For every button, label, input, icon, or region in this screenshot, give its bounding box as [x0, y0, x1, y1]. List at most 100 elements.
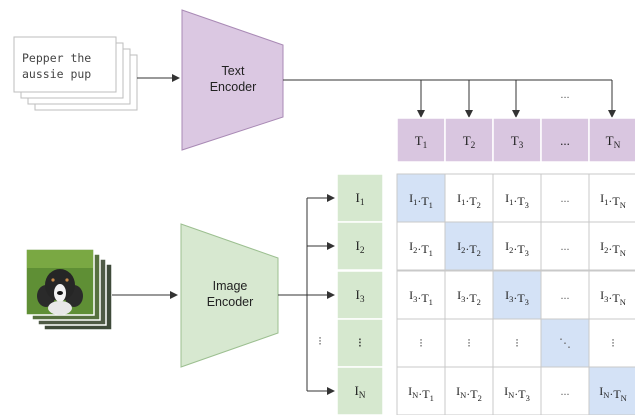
image-token-4: ⁝ — [336, 318, 384, 368]
matrix-cell-label: ... — [561, 239, 570, 253]
matrix-cell — [492, 366, 542, 415]
matrix-cell-r3-c4: ... — [540, 270, 590, 320]
matrix-cell — [396, 221, 446, 271]
dog-photo-eye-right — [65, 278, 69, 282]
caption-line-1: Pepper the — [22, 51, 91, 65]
matrix-cell-r1-c5: I1·TN — [588, 173, 635, 223]
matrix-cell-label: IN·T1 — [408, 384, 434, 403]
matrix-cell-r3-c5: I3·TN — [588, 270, 635, 320]
text-token-1: T1 — [396, 117, 446, 163]
matrix-cell-label: ⁝ — [419, 336, 423, 350]
matrix-cell-label: ⁝ — [515, 336, 519, 350]
matrix-cell-r5-c2: IN·T2 — [444, 366, 494, 415]
matrix-cell-r1-c4: ... — [540, 173, 590, 223]
matrix-cell-r2-c3: I2·T3 — [492, 221, 542, 271]
matrix-cell-label: I2·T3 — [505, 239, 529, 258]
caption-stack: Pepper the aussie pup — [13, 36, 138, 111]
caption-card-front — [13, 36, 117, 93]
text-token-label: TN — [606, 133, 621, 151]
image-token-cell — [336, 173, 384, 223]
text-token-label: T1 — [415, 133, 428, 151]
image-stack — [25, 248, 113, 331]
matrix-diagonal-cell — [492, 270, 542, 320]
matrix-cell-r2-c4: ... — [540, 221, 590, 271]
matrix-cell-r4-c1: ⁝ — [396, 318, 446, 368]
matrix-cell-label: IN·T3 — [504, 384, 530, 403]
text-encoder-label-1: Text — [222, 64, 245, 78]
text-token-4: ... — [540, 117, 590, 163]
text-token-cell — [588, 117, 635, 163]
matrix-cell-label: I1·T2 — [457, 191, 481, 210]
image-token-label: I3 — [355, 287, 364, 305]
text-arrows: ... — [283, 79, 616, 118]
matrix-diagonal-cell — [540, 318, 590, 368]
matrix-cell-label: IN·TN — [599, 384, 627, 403]
text-token-cell — [492, 117, 542, 163]
matrix-cell — [444, 173, 494, 223]
matrix-cell-r1-c3: I1·T3 — [492, 173, 542, 223]
text-token-label: T2 — [463, 133, 476, 151]
matrix-diagonal-cell — [444, 221, 494, 271]
image-arrows: ⁝ — [278, 194, 335, 395]
matrix-cell-r5-c5: IN·TN — [588, 366, 635, 415]
matrix-cell — [396, 270, 446, 320]
matrix-cell — [588, 221, 635, 271]
matrix-cell-label: I1·T3 — [505, 191, 529, 210]
image-token-cell — [336, 366, 384, 415]
matrix-cell-label: I3·T1 — [409, 288, 433, 307]
matrix-cell-r2-c5: I2·TN — [588, 221, 635, 271]
matrix-cell-r2-c1: I2·T1 — [396, 221, 446, 271]
text-token-label: ... — [560, 133, 570, 148]
dog-photo-nose — [57, 291, 63, 295]
text-token-label: T3 — [511, 133, 524, 151]
image-token-label: ⁝ — [358, 335, 362, 350]
text-token-cell — [444, 117, 494, 163]
text-encoder: Text Encoder — [181, 9, 284, 151]
matrix-cell-r1-c1: I1·T1 — [396, 173, 446, 223]
matrix-cell-label: ... — [561, 288, 570, 302]
image-encoder: Image Encoder — [180, 223, 279, 368]
matrix-cell-label: I3·T2 — [457, 288, 481, 307]
matrix-cell-label: I1·T1 — [409, 191, 433, 210]
matrix-cell — [540, 221, 590, 271]
image-encoder-shape — [180, 223, 279, 368]
text-token-row: T1 T2 T3... TN — [396, 117, 635, 163]
matrix-cell-label: IN·T2 — [456, 384, 482, 403]
text-token-cell — [540, 117, 590, 163]
matrix-cell-label: ⁝ — [467, 336, 471, 350]
matrix-cell — [492, 221, 542, 271]
image-token-2: I2 — [336, 221, 384, 271]
matrix-cell-label: I2·T1 — [409, 239, 433, 258]
matrix-cell — [444, 270, 494, 320]
image-encoder-label-2: Encoder — [207, 295, 254, 309]
matrix-cell-label: I2·T2 — [457, 239, 481, 258]
text-encoder-label-2: Encoder — [210, 80, 257, 94]
matrix-cell-r1-c2: I1·T2 — [444, 173, 494, 223]
matrix-diagonal-cell — [588, 366, 635, 415]
arrow-ellipsis: ... — [560, 89, 569, 101]
matrix-cell-label: ⁝ — [611, 336, 615, 350]
caption-line-2: aussie pup — [22, 67, 91, 81]
matrix-cell — [588, 318, 635, 368]
matrix-cell-r3-c3: I3·T3 — [492, 270, 542, 320]
matrix-cell — [396, 366, 446, 415]
matrix-cell-r5-c4: ... — [540, 366, 590, 415]
image-token-5: IN — [336, 366, 384, 415]
matrix-cell-r3-c1: I3·T1 — [396, 270, 446, 320]
matrix-cell-r5-c3: IN·T3 — [492, 366, 542, 415]
matrix-cell-label: ... — [561, 384, 570, 398]
matrix-cell-r2-c2: I2·T2 — [444, 221, 494, 271]
matrix-cell-label: I3·T3 — [505, 288, 529, 307]
text-token-2: T2 — [444, 117, 494, 163]
text-token-5: TN — [588, 117, 635, 163]
matrix-cell-r4-c4: ⋱ — [540, 318, 590, 368]
left-vdots: ⁝ — [318, 334, 322, 348]
matrix-cell-label: I3·TN — [600, 288, 626, 307]
text-token-3: T3 — [492, 117, 542, 163]
image-token-1: I1 — [336, 173, 384, 223]
dog-photo-grass-top — [27, 250, 93, 268]
image-token-3: I3 — [336, 270, 384, 320]
